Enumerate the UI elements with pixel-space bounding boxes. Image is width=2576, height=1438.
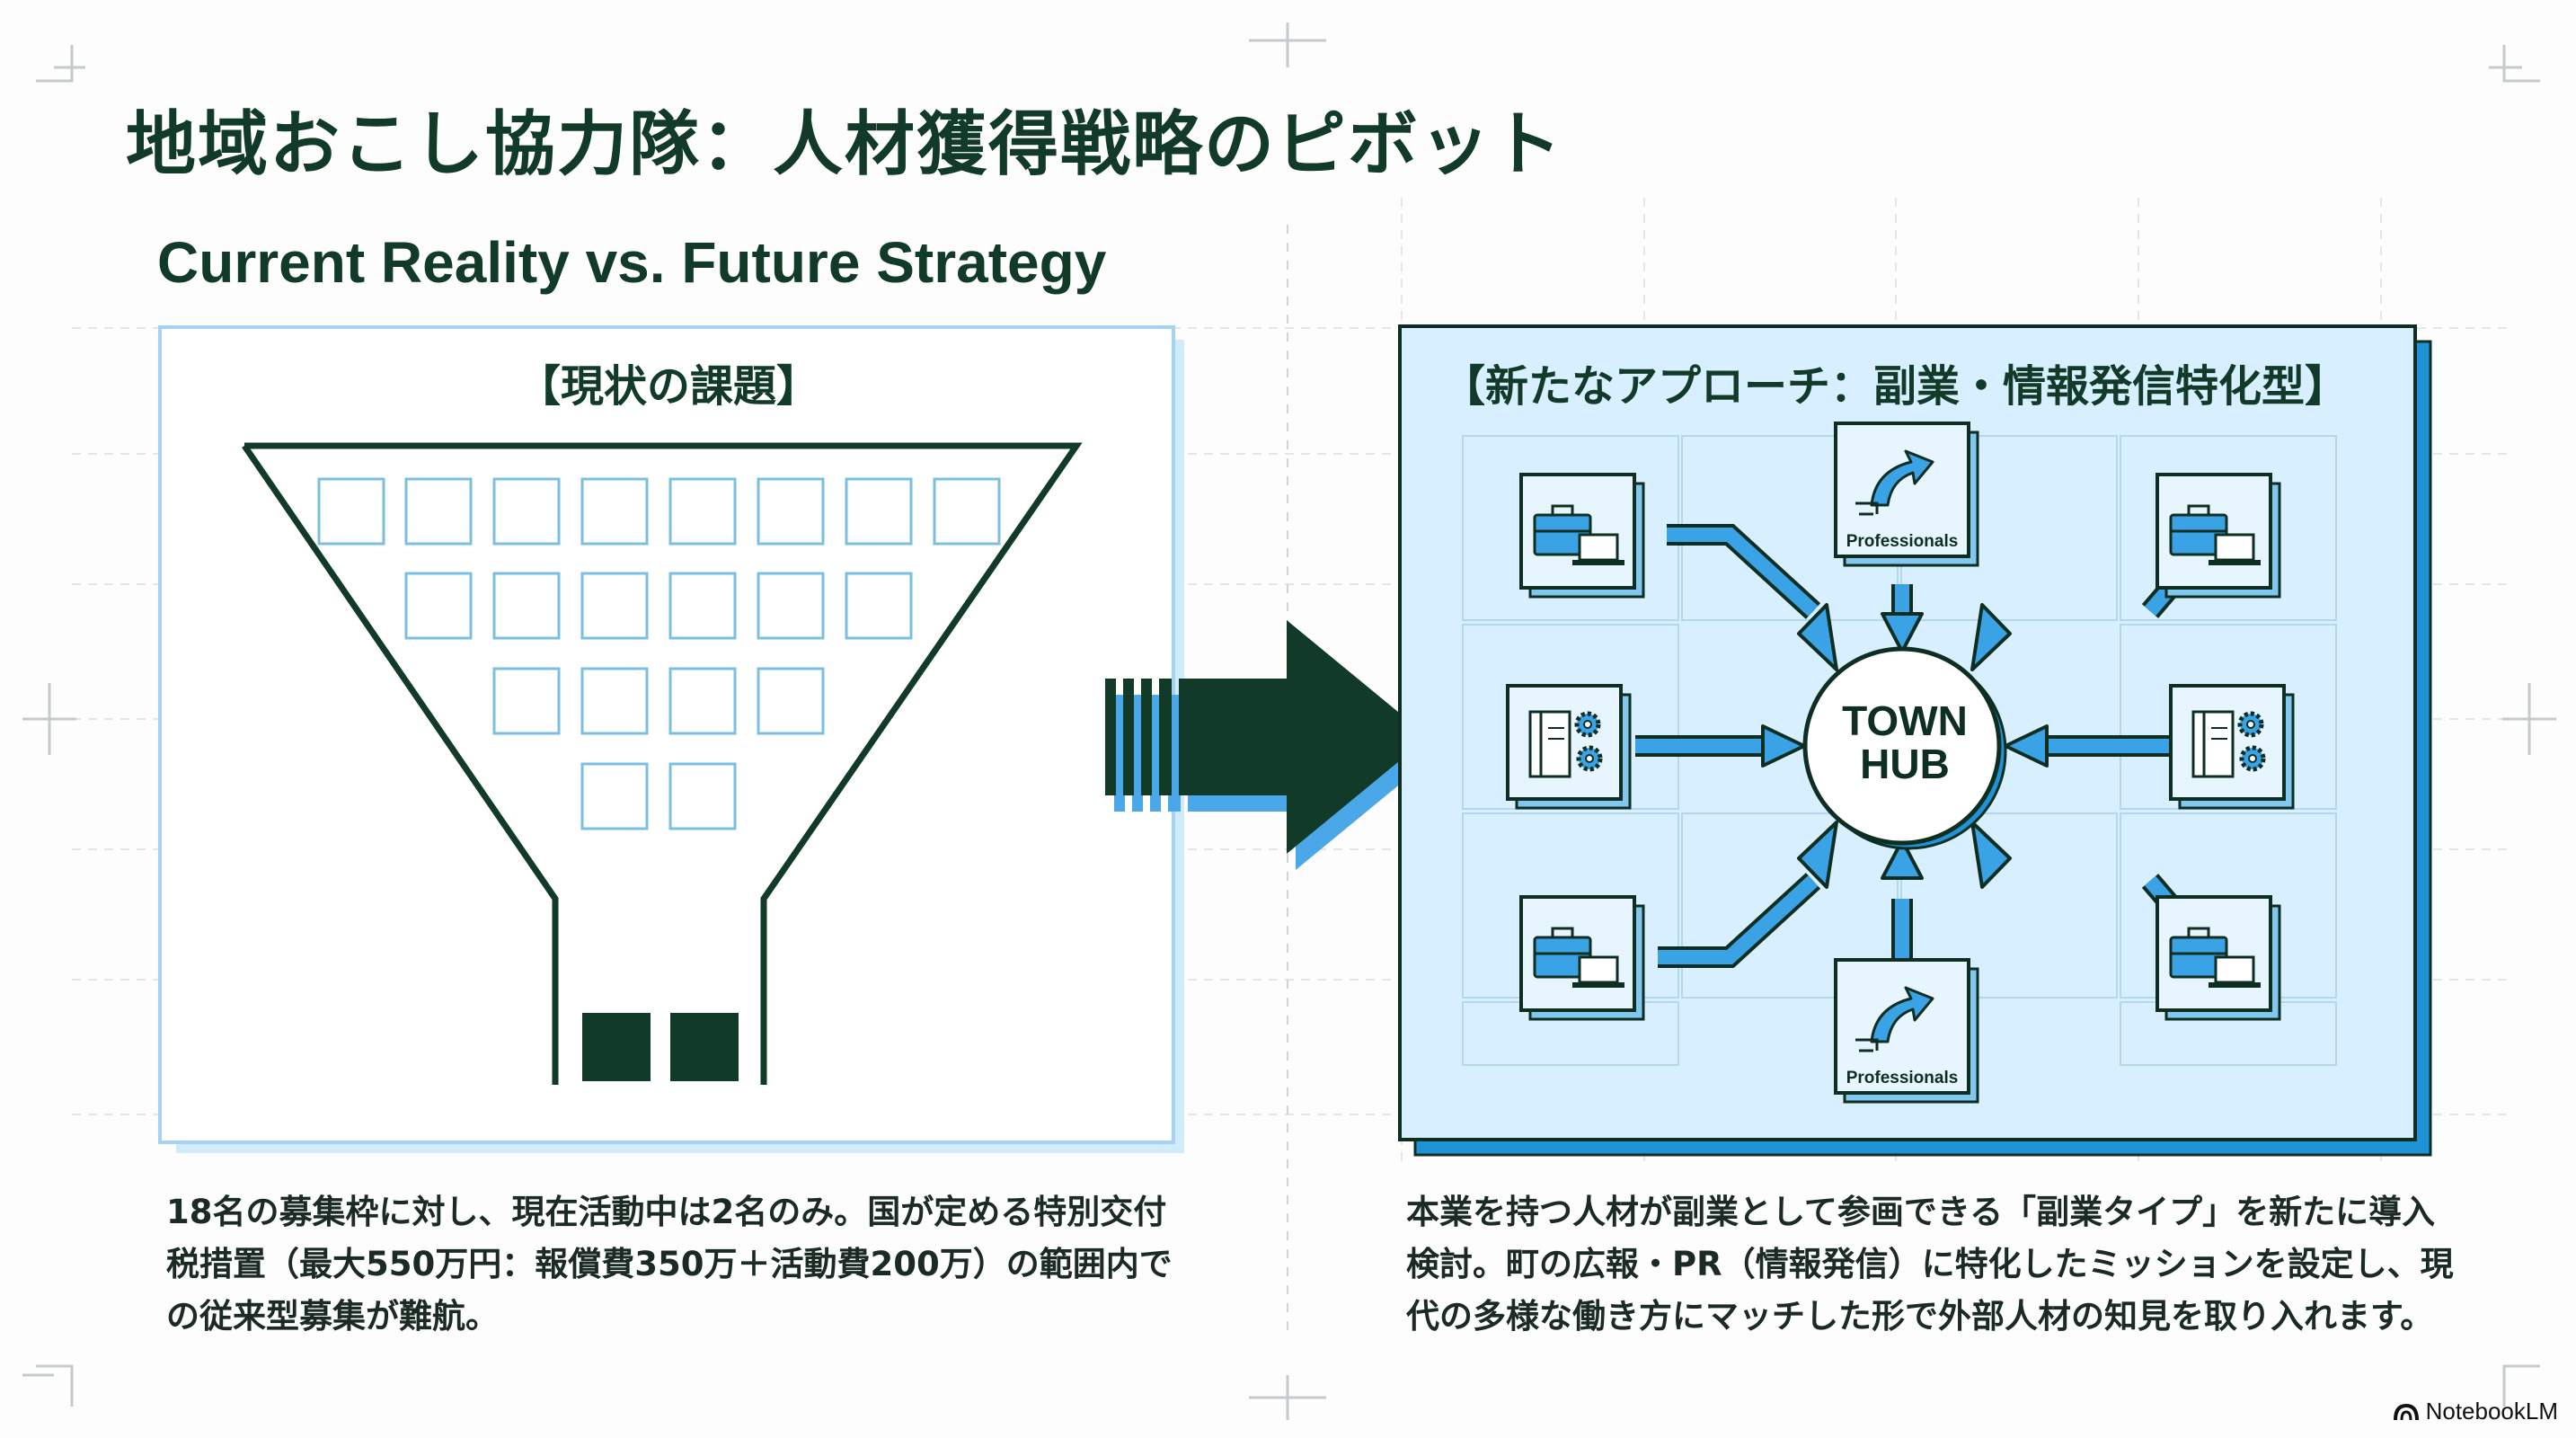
pivot-arrow	[1105, 620, 1438, 870]
briefcase-icon	[2156, 473, 2281, 599]
town-hub-circle	[1802, 646, 2007, 850]
briefcase-icon	[1519, 895, 1645, 1021]
book-gear-icon	[1508, 686, 1630, 808]
funnel-slots	[317, 477, 1001, 830]
briefcase-icon	[1519, 473, 1645, 599]
right-panel-label: 【新たなアプローチ：副業・情報発信特化型】	[1442, 361, 2349, 412]
right-panel-description: 本業を持つ人材が副業として参画できる「副業タイプ」を新たに導入 検討。町の広報・…	[1406, 1193, 2454, 1336]
briefcase-icon	[2156, 895, 2281, 1021]
funnel	[242, 442, 1083, 1085]
current-issues-panel	[158, 325, 1184, 1153]
slide-title: 地域おこし協力隊：人材獲得戦略のピボット	[126, 104, 1564, 185]
town-hub-label: TOWN HUB	[1842, 697, 1968, 787]
left-panel-label: 【現状の課題】	[518, 361, 820, 412]
professionals-label: Professionals	[1846, 532, 1959, 551]
notebooklm-logo-icon	[2393, 1403, 2419, 1420]
brand-name: NotebookLM	[2425, 1398, 2558, 1425]
slide-subtitle: Current Reality vs. Future Strategy	[157, 230, 1107, 295]
professionals-label: Professionals	[1846, 1069, 1959, 1087]
book-gear-icon	[2171, 686, 2293, 808]
active-members	[582, 1013, 739, 1081]
left-panel-description: 18名の募集枠に対し、現在活動中は2名のみ。国が定める特別交付 税措置（最大55…	[166, 1193, 1173, 1336]
notebooklm-brand: NotebookLM	[2393, 1398, 2558, 1425]
